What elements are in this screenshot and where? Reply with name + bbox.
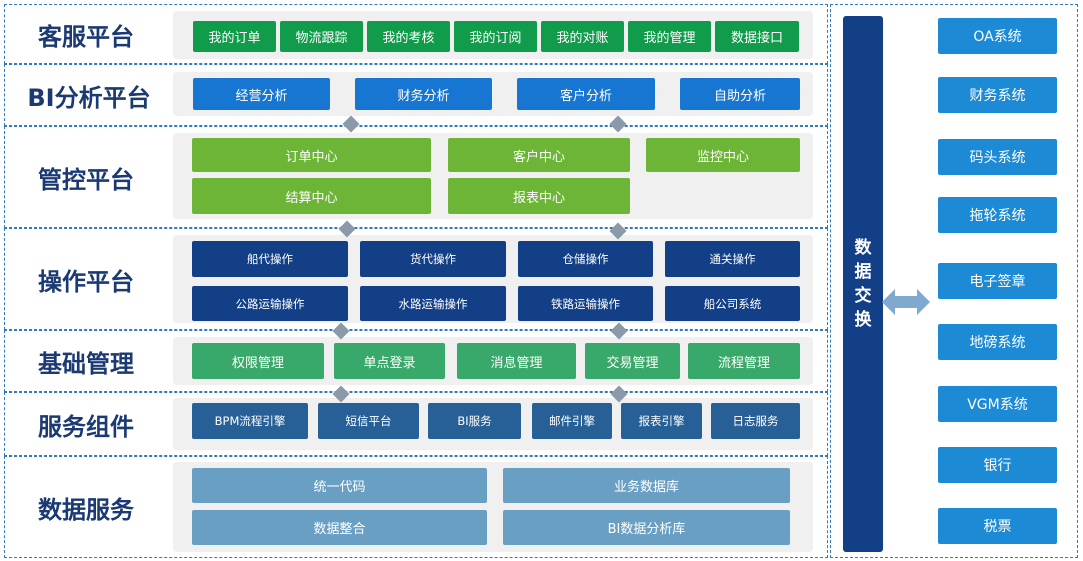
control-platform-row [4,126,828,228]
tax-invoice-button[interactable]: 税票 [938,508,1057,544]
unified-code-button[interactable]: 统一代码 [192,468,487,503]
log-service-button[interactable]: 日志服务 [711,403,800,439]
waterway-transport-operation-button[interactable]: 水路运输操作 [360,286,506,321]
operation-platform-row [4,228,828,330]
shipping-company-system-button[interactable]: 船公司系统 [665,286,800,321]
service-components-row [4,392,828,456]
mail-engine-button[interactable]: 邮件引擎 [532,403,612,439]
data-interface-button[interactable]: 数据接口 [715,21,799,52]
monitoring-center-button[interactable]: 监控中心 [646,138,800,172]
terminal-system-button[interactable]: 码头系统 [938,139,1057,175]
single-sign-on-button[interactable]: 单点登录 [334,343,445,379]
road-transport-operation-button[interactable]: 公路运输操作 [192,286,348,321]
data-exchange-bar: 数 据 交 换 [843,16,883,552]
service-components-title: 服务组件 [38,412,134,441]
permission-management-button[interactable]: 权限管理 [192,343,324,379]
data-exchange-char: 据 [854,262,872,282]
bi-platform-row [4,64,828,126]
customer-analysis-button[interactable]: 客户分析 [517,78,655,110]
warehouse-operation-button[interactable]: 仓储操作 [518,241,653,277]
my-management-button[interactable]: 我的管理 [628,21,711,52]
data-services-row [4,456,828,558]
workflow-management-button[interactable]: 流程管理 [688,343,800,379]
data-exchange-char: 交 [854,286,872,306]
customs-clearance-operation-button[interactable]: 通关操作 [665,241,800,277]
railway-transport-operation-button[interactable]: 铁路运输操作 [518,286,653,321]
bpm-workflow-engine-button[interactable]: BPM流程引擎 [192,403,308,439]
basic-management-row [4,330,828,392]
weighbridge-system-button[interactable]: 地磅系统 [938,324,1057,360]
my-subscriptions-button[interactable]: 我的订阅 [454,21,537,52]
bi-analytics-database-button[interactable]: BI数据分析库 [503,510,790,545]
data-exchange-char: 数 [854,238,872,258]
settlement-center-button[interactable]: 结算中心 [192,178,431,214]
external-systems-frame [830,4,1078,558]
bidirectional-arrow-icon [882,289,930,315]
message-management-button[interactable]: 消息管理 [457,343,576,379]
bank-button[interactable]: 银行 [938,447,1057,483]
order-center-button[interactable]: 订单中心 [192,138,431,172]
my-reconciliation-button[interactable]: 我的对账 [541,21,624,52]
sms-platform-button[interactable]: 短信平台 [318,403,419,439]
bi-service-button[interactable]: BI服务 [428,403,521,439]
logistics-tracking-button[interactable]: 物流跟踪 [280,21,363,52]
business-analysis-button[interactable]: 经营分析 [193,78,330,110]
data-integration-button[interactable]: 数据整合 [192,510,487,545]
control-platform-title: 管控平台 [38,165,134,194]
self-service-analysis-button[interactable]: 自助分析 [680,78,800,110]
tugboat-system-button[interactable]: 拖轮系统 [938,197,1057,233]
financial-analysis-button[interactable]: 财务分析 [355,78,492,110]
customer-platform-row [4,4,828,64]
data-exchange-char: 换 [854,310,872,330]
freight-forwarding-operation-button[interactable]: 货代操作 [360,241,506,277]
oa-system-button[interactable]: OA系统 [938,18,1057,54]
my-orders-button[interactable]: 我的订单 [193,21,276,52]
operation-platform-title: 操作平台 [38,267,134,296]
finance-system-button[interactable]: 财务系统 [938,77,1057,113]
business-database-button[interactable]: 业务数据库 [503,468,790,503]
report-engine-button[interactable]: 报表引擎 [621,403,702,439]
data-services-title: 数据服务 [38,495,134,524]
basic-management-title: 基础管理 [38,349,134,378]
my-assessment-button[interactable]: 我的考核 [367,21,450,52]
e-signature-button[interactable]: 电子签章 [938,263,1057,299]
bi-platform-title: BI分析平台 [27,83,151,112]
transaction-management-button[interactable]: 交易管理 [585,343,680,379]
customer-center-button[interactable]: 客户中心 [448,138,630,172]
vgm-system-button[interactable]: VGM系统 [938,386,1057,422]
customer-platform-title: 客服平台 [38,22,134,51]
report-center-button[interactable]: 报表中心 [448,178,630,214]
ship-agency-operation-button[interactable]: 船代操作 [192,241,348,277]
